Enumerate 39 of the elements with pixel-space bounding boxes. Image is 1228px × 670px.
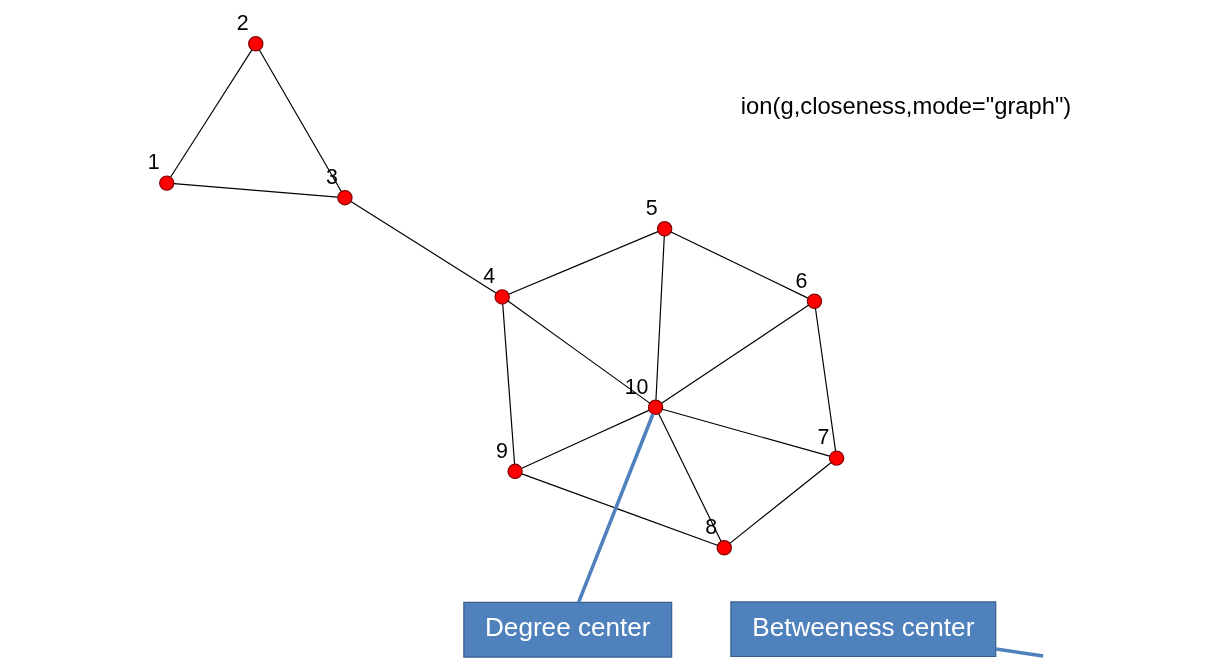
node-label: 1 xyxy=(147,150,160,175)
connector xyxy=(576,413,655,603)
node-label: 5 xyxy=(645,196,658,221)
connector xyxy=(660,304,809,404)
node-circle xyxy=(158,175,174,191)
connector xyxy=(508,231,658,295)
node-label: 4 xyxy=(482,264,495,289)
node-label: 10 xyxy=(624,374,648,399)
connector xyxy=(661,408,830,457)
node-circle xyxy=(336,189,353,206)
node-circle xyxy=(716,540,732,556)
connector xyxy=(670,231,808,299)
node-circle xyxy=(656,221,672,237)
connector xyxy=(501,303,515,465)
node-circle xyxy=(247,36,263,52)
node-circle xyxy=(828,450,844,466)
connector xyxy=(995,647,1043,658)
node-label: 6 xyxy=(794,268,807,293)
node-circle xyxy=(806,293,822,310)
connector xyxy=(814,307,836,452)
node-label: 2 xyxy=(236,11,249,36)
connector xyxy=(654,235,665,401)
node-circle xyxy=(493,289,510,305)
connector xyxy=(520,409,649,469)
connector xyxy=(520,473,718,546)
connector xyxy=(350,201,497,294)
connector xyxy=(728,462,831,544)
connector xyxy=(169,49,252,178)
node-box: Betweeness center xyxy=(729,601,996,658)
connector xyxy=(258,49,342,193)
node-label: 9 xyxy=(495,438,508,463)
node-label: 7 xyxy=(817,425,829,450)
connector xyxy=(506,300,650,404)
connector xyxy=(172,183,338,198)
node-circle xyxy=(506,463,523,480)
node-box: Degree center xyxy=(462,601,672,658)
label: ion(g,closeness,mode="graph") xyxy=(740,92,1071,120)
connector xyxy=(657,413,722,542)
node-circle xyxy=(647,399,663,416)
